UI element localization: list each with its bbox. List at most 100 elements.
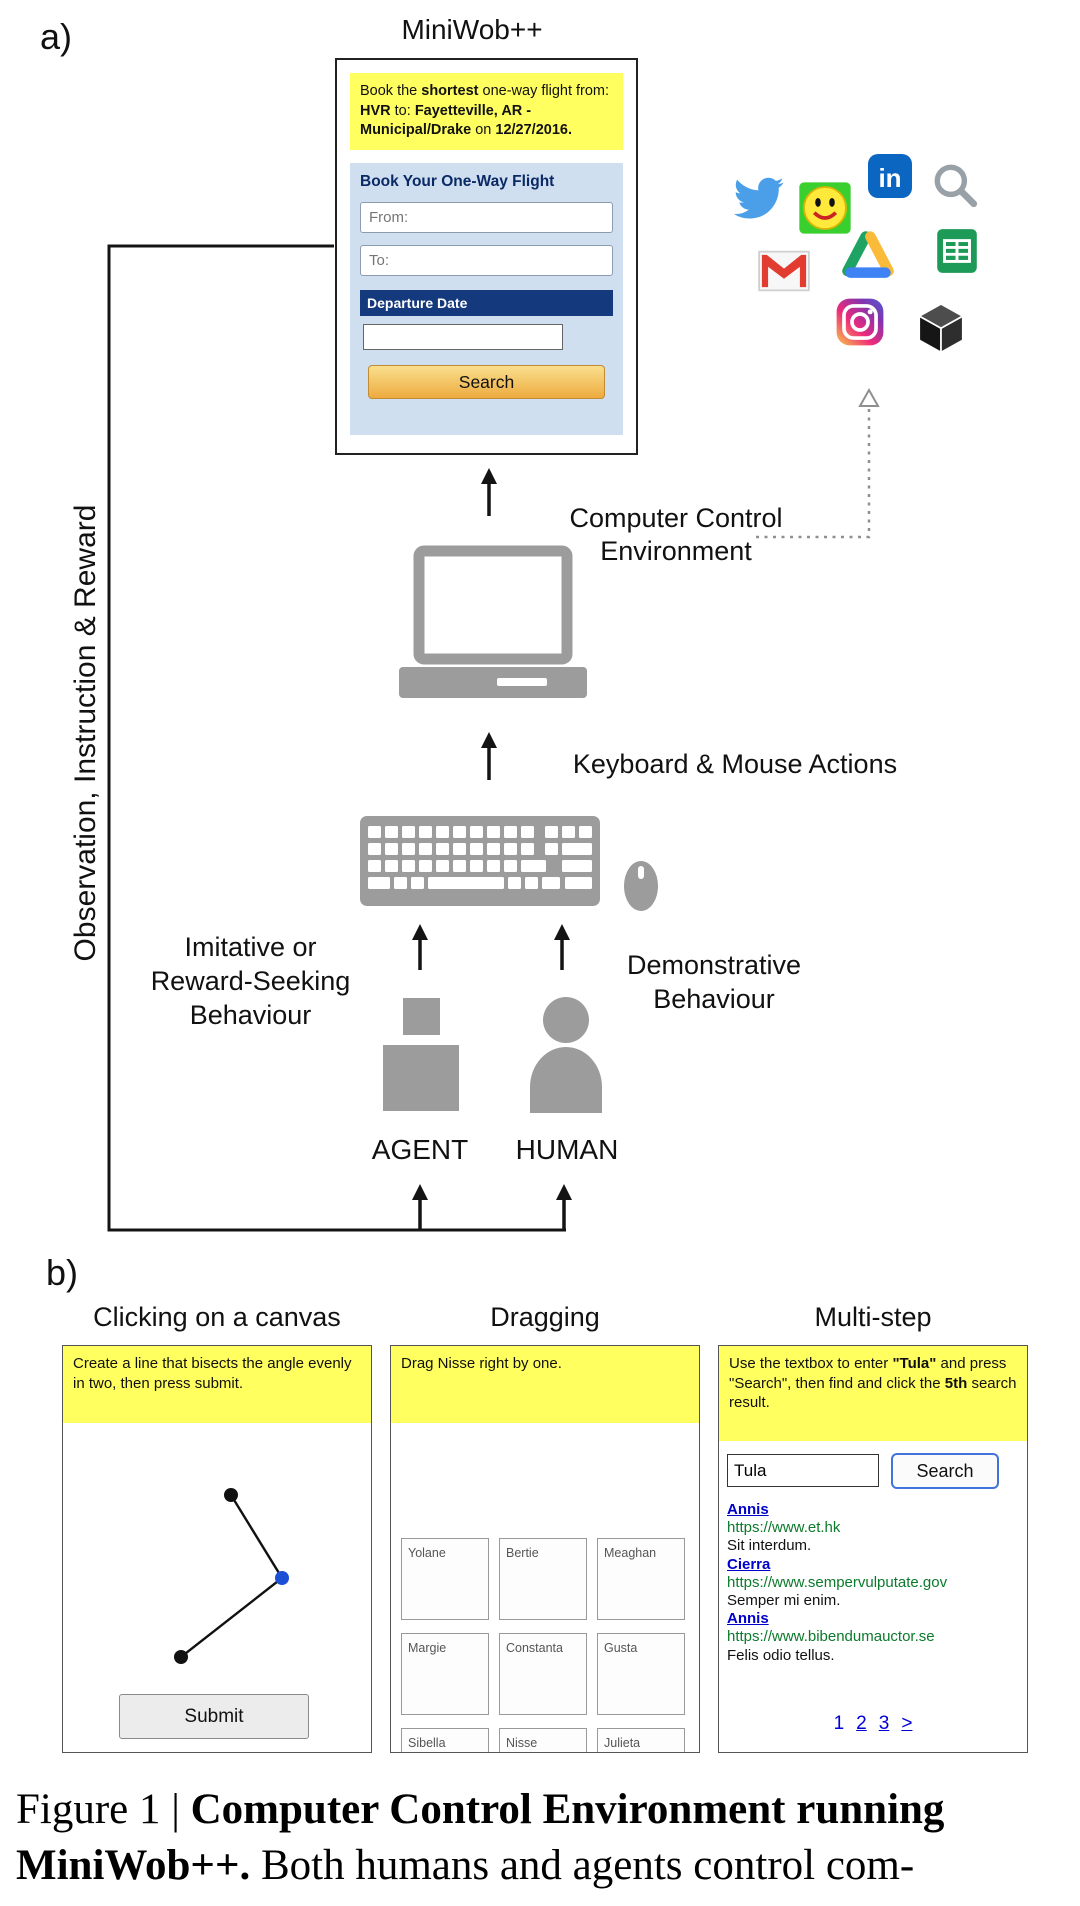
- drag-cell[interactable]: Margie: [401, 1633, 489, 1715]
- computer-control-line1: Computer Control: [569, 503, 783, 533]
- demonstrative-label: Demonstrative Behaviour: [564, 948, 864, 1016]
- multistep-task-title: Multi-step: [814, 1302, 932, 1332]
- search-result: Annis https://www.bibendumauctor.se Feli…: [727, 1610, 1019, 1665]
- result-link[interactable]: Annis: [727, 1610, 769, 1628]
- search-result: Cierra https://www.sempervulputate.gov S…: [727, 1556, 1019, 1611]
- drawing-canvas[interactable]: [63, 1424, 371, 1686]
- departure-date-input[interactable]: [363, 324, 563, 350]
- drag-cell-name: Bertie: [506, 1546, 539, 1560]
- canvas-point-active: [275, 1571, 289, 1585]
- mouse-icon: [624, 861, 658, 911]
- caption-seg-bold: Computer Control Environment running: [190, 1786, 945, 1833]
- drag-grid: Yolane Bertie Meaghan Margie Constanta G…: [401, 1538, 685, 1752]
- monitor-icon: [399, 545, 587, 698]
- canvas-point: [224, 1488, 238, 1502]
- submit-button[interactable]: Submit: [119, 1694, 309, 1739]
- pagination-page-2[interactable]: 2: [856, 1713, 867, 1734]
- imitative-line2: Reward-Seeking: [150, 966, 351, 996]
- instr-seg-bold: shortest: [421, 83, 479, 99]
- diagram-overlay: [107, 244, 880, 1232]
- drag-cell[interactable]: Constanta: [499, 1633, 587, 1715]
- result-desc: Semper mi enim.: [727, 1592, 841, 1610]
- agent-icon: [383, 998, 459, 1111]
- smiley-icon: [797, 180, 853, 241]
- result-url: https://www.bibendumauctor.se: [727, 1628, 935, 1646]
- search-results: Annis https://www.et.hk Sit interdum. Ci…: [727, 1501, 1019, 1665]
- google-sheets-icon: [932, 224, 982, 283]
- search-result: Annis https://www.et.hk Sit interdum.: [727, 1501, 1019, 1556]
- result-url: https://www.sempervulputate.gov: [727, 1573, 948, 1591]
- human-label: HUMAN: [515, 1134, 619, 1165]
- drag-cell[interactable]: Meaghan: [597, 1538, 685, 1620]
- arrow-bracket-to-human: [556, 1184, 572, 1230]
- unity-icon: [912, 298, 970, 361]
- pagination-next[interactable]: >: [901, 1713, 913, 1734]
- drag-cell-name: Nisse: [506, 1736, 538, 1750]
- drag-cell[interactable]: Sibella: [401, 1728, 489, 1752]
- drag-cell-name: Sibella: [408, 1736, 446, 1750]
- svg-text:in: in: [878, 163, 901, 193]
- drag-cell-name: Margie: [408, 1641, 447, 1655]
- arrow-bracket-to-agent: [412, 1184, 428, 1230]
- instr-seg: Book the: [360, 83, 422, 99]
- result-link[interactable]: Cierra: [727, 1555, 771, 1573]
- caption-line2: MiniWob++. Both humans and agents contro…: [16, 1838, 1070, 1894]
- instr-seg-bold: Fayetteville, AR - Municipal/Drake: [360, 102, 532, 139]
- instr-seg-bold: HVR: [360, 102, 391, 119]
- result-desc: Felis odio tellus.: [727, 1646, 835, 1664]
- agent-label: AGENT: [371, 1134, 469, 1165]
- arrow-human-to-keyboard: [554, 924, 570, 970]
- drag-task-instruction: Drag Nisse right by one.: [391, 1346, 699, 1423]
- caption-seg-bold: MiniWob++.: [16, 1842, 251, 1889]
- drag-cell[interactable]: Julieta: [597, 1728, 685, 1752]
- ms-instr-seg: search result.: [729, 1374, 1017, 1412]
- instr-seg: one-way flight from:: [478, 83, 610, 99]
- demonstrative-line2: Behaviour: [653, 984, 775, 1014]
- google-drive-icon: [840, 228, 896, 285]
- canvas-point: [174, 1650, 188, 1664]
- search-icon: [930, 160, 980, 215]
- results-search-button[interactable]: Search: [891, 1453, 999, 1489]
- departure-date-header: Departure Date: [360, 290, 613, 316]
- instagram-icon: [834, 296, 886, 353]
- dotted-arrow-env-to-apps: [756, 387, 880, 539]
- search-textbox[interactable]: [727, 1454, 879, 1487]
- panel-a-label: a): [40, 16, 73, 57]
- caption-seg: Both humans and agents control com-: [250, 1842, 915, 1889]
- drag-cell-name: Constanta: [506, 1641, 563, 1655]
- ms-instr-seg: Use the textbox to enter: [729, 1355, 893, 1372]
- drag-cell[interactable]: Nisse: [499, 1728, 587, 1752]
- result-url: https://www.et.hk: [727, 1519, 841, 1537]
- observation-label: Observation, Instruction & Reward: [69, 504, 102, 962]
- arrow-keyboard-to-monitor: [481, 732, 497, 780]
- human-icon: [530, 997, 602, 1113]
- drag-cell[interactable]: Gusta: [597, 1633, 685, 1715]
- keyboard-mouse-label: Keyboard & Mouse Actions: [572, 749, 898, 779]
- canvas-task-instruction: Create a line that bisects the angle eve…: [63, 1346, 371, 1423]
- multistep-task-panel: Use the textbox to enter "Tula" and pres…: [718, 1345, 1028, 1753]
- twitter-icon: [728, 172, 790, 229]
- keyboard-icon: [360, 816, 600, 906]
- caption-line1: Figure 1 | Computer Control Environment …: [16, 1782, 1070, 1838]
- pagination-page-1[interactable]: 1: [833, 1713, 845, 1734]
- drag-task-title: Dragging: [490, 1302, 600, 1332]
- drag-cell[interactable]: Yolane: [401, 1538, 489, 1620]
- flight-form: Book Your One-Way Flight Departure Date …: [350, 163, 623, 435]
- instr-seg: on: [471, 122, 496, 138]
- computer-control-label: Computer Control Environment: [526, 502, 826, 568]
- flight-search-button[interactable]: Search: [367, 365, 606, 399]
- flight-form-title: Book Your One-Way Flight: [360, 173, 555, 190]
- panel-b-label: b): [46, 1252, 79, 1293]
- result-link[interactable]: Annis: [727, 1501, 769, 1518]
- drag-cell[interactable]: Bertie: [499, 1538, 587, 1620]
- from-input[interactable]: [360, 202, 613, 233]
- ms-instr-seg-bold: 5th: [944, 1374, 968, 1392]
- figure-caption: Figure 1 | Computer Control Environment …: [16, 1782, 1070, 1894]
- instr-seg-bold: 12/27/2016.: [495, 122, 572, 138]
- pagination-page-3[interactable]: 3: [878, 1713, 890, 1734]
- to-input[interactable]: [360, 245, 613, 276]
- imitative-label: Imitative or Reward-Seeking Behaviour: [98, 930, 403, 1032]
- drag-cell-name: Yolane: [408, 1546, 446, 1560]
- demonstrative-line1: Demonstrative: [626, 950, 802, 980]
